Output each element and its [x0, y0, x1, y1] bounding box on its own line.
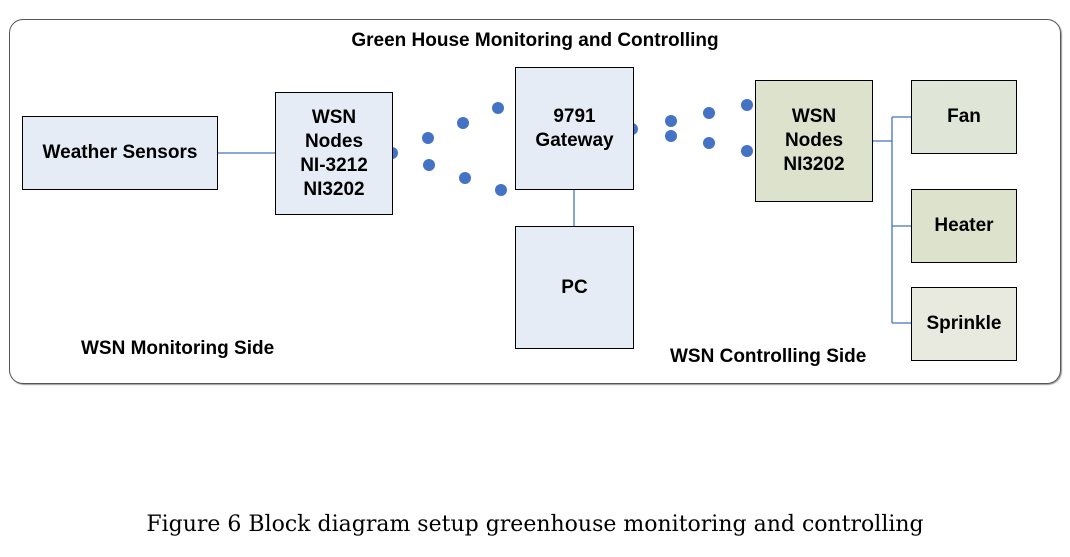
wireless-dot — [703, 107, 715, 119]
wireless-dot — [665, 130, 677, 142]
wireless-dot — [665, 115, 677, 127]
heater-block: Heater — [911, 189, 1017, 263]
wsn-nodes-controlling-block: WSN Nodes NI3202 — [755, 80, 873, 202]
wireless-dot — [741, 99, 753, 111]
controlling-side-label: WSN Controlling Side — [670, 346, 867, 367]
wireless-dot — [457, 117, 469, 129]
fan-block: Fan — [911, 80, 1017, 154]
gateway-block: 9791 Gateway — [515, 67, 634, 190]
wireless-dot — [495, 184, 507, 196]
weather-sensors-block: Weather Sensors — [22, 116, 218, 190]
wireless-dot — [703, 137, 715, 149]
diagram-title: Green House Monitoring and Controlling — [351, 30, 719, 51]
wireless-dot — [741, 145, 753, 157]
sprinkle-block: Sprinkle — [911, 287, 1017, 361]
wireless-dot — [422, 132, 434, 144]
wireless-dot — [423, 159, 435, 171]
greenhouse-system-frame — [9, 19, 1061, 384]
pc-block: PC — [515, 226, 634, 349]
wireless-dot — [492, 102, 504, 114]
monitoring-side-label: WSN Monitoring Side — [81, 338, 275, 359]
figure-caption: Figure 6 Block diagram setup greenhouse … — [146, 512, 924, 537]
wsn-nodes-monitoring-block: WSN Nodes NI-3212 NI3202 — [275, 92, 393, 215]
wireless-dot — [459, 172, 471, 184]
